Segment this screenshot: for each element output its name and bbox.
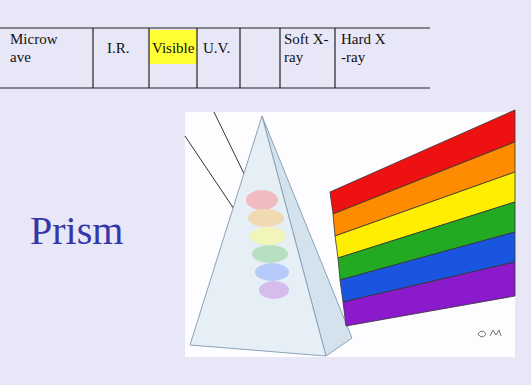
spectrum-label: Hard X-ray [341,30,387,66]
prism-face [190,116,326,356]
spectrum-label: U.V. [203,39,230,57]
spectrum-label: I.R. [107,39,130,57]
slide-title: Prism [30,208,123,254]
rainbow [330,110,515,326]
spectrum-label: Visible [152,39,194,57]
table-cell: Soft X-ray [280,28,335,68]
table-cell: Microwave [0,28,93,68]
spectrum-label: Microwave [10,30,62,66]
spectrum-label: Soft X-ray [284,30,330,66]
table-cell: U.V. [197,28,240,68]
table-lines [0,28,430,88]
signature [478,330,501,337]
highlight [149,30,197,64]
prism-glow [246,190,289,299]
table-cell: Hard X-ray [335,28,430,68]
table-cell: Visible [149,28,197,68]
table-cell: I.R. [93,28,149,68]
